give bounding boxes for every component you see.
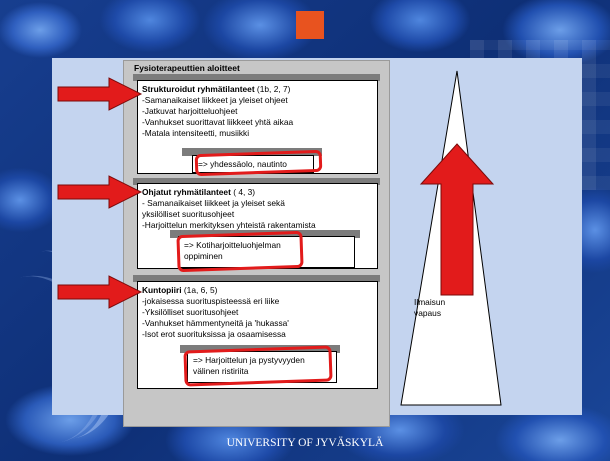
result-box: => Harjoittelun ja pystyvyyden välinen r…: [187, 351, 337, 383]
result-text: välinen ristiriita: [193, 366, 249, 376]
red-arrow-right: [57, 77, 143, 111]
freedom-label: Ilmaisun vapaus: [414, 297, 446, 318]
section-line: yksilölliset suoritusohjeet: [142, 209, 235, 219]
section-line: -Matala intensiteetti, musiikki: [142, 128, 250, 138]
section-line: -jokaisessa suorituspisteessä eri liike: [142, 296, 280, 306]
result-text: => Harjoittelun ja pystyvyyden: [193, 355, 305, 365]
highlight-ring: [183, 345, 333, 387]
orange-square-logo: [296, 11, 324, 39]
result-text: => Kotiharjoitteluohjelman: [184, 240, 281, 250]
red-arrow-up: [419, 143, 495, 296]
result-shadow: [180, 345, 340, 353]
university-footer: UNIVERSITY OF JYVÄSKYLÄ: [226, 437, 384, 449]
section-line: - Samanaikaiset liikkeet ja yleiset sekä: [142, 198, 285, 208]
red-arrow-right: [57, 175, 143, 209]
result-shadow: [170, 230, 360, 238]
highlight-ring: [194, 149, 323, 177]
section-line: -Harjoittelun merkityksen yhteistä raken…: [142, 220, 316, 230]
result-box: => Kotiharjoitteluohjelman oppiminen: [178, 236, 355, 268]
result-text: oppiminen: [184, 251, 223, 261]
section-line: -Vanhukset hämmentyneitä ja 'hukassa': [142, 318, 289, 328]
result-text: => yhdessäolo, nautinto: [198, 159, 287, 169]
section-heading: Strukturoidut ryhmätilanteet (1b, 2, 7): [142, 84, 291, 94]
box-top-bar: [133, 275, 380, 282]
section-line: -Yksilölliset suoritusohjeet: [142, 307, 239, 317]
section-line: -Jatkuvat harjoitteluohjeet: [142, 106, 238, 116]
section-line: -Samanaikaiset liikkeet ja yleiset ohjee…: [142, 95, 288, 105]
section-line: -Isot erot suorituksissa ja osaamisessa: [142, 329, 286, 339]
section-line: -Vanhukset suorittavat liikkeet yhtä aik…: [142, 117, 294, 127]
freedom-triangle: [400, 70, 502, 406]
column-title: Fysioterapeuttien aloitteet: [134, 63, 240, 73]
result-box: => yhdessäolo, nautinto: [192, 155, 314, 173]
box-top-bar: [133, 74, 380, 81]
box-top-bar: [133, 178, 380, 185]
section-heading: Kuntopiiri (1a, 6, 5): [142, 285, 218, 295]
red-arrow-right: [57, 275, 143, 309]
section-heading: Ohjatut ryhmätilanteet ( 4, 3): [142, 187, 256, 197]
highlight-ring: [176, 230, 304, 273]
result-shadow: [182, 148, 322, 156]
